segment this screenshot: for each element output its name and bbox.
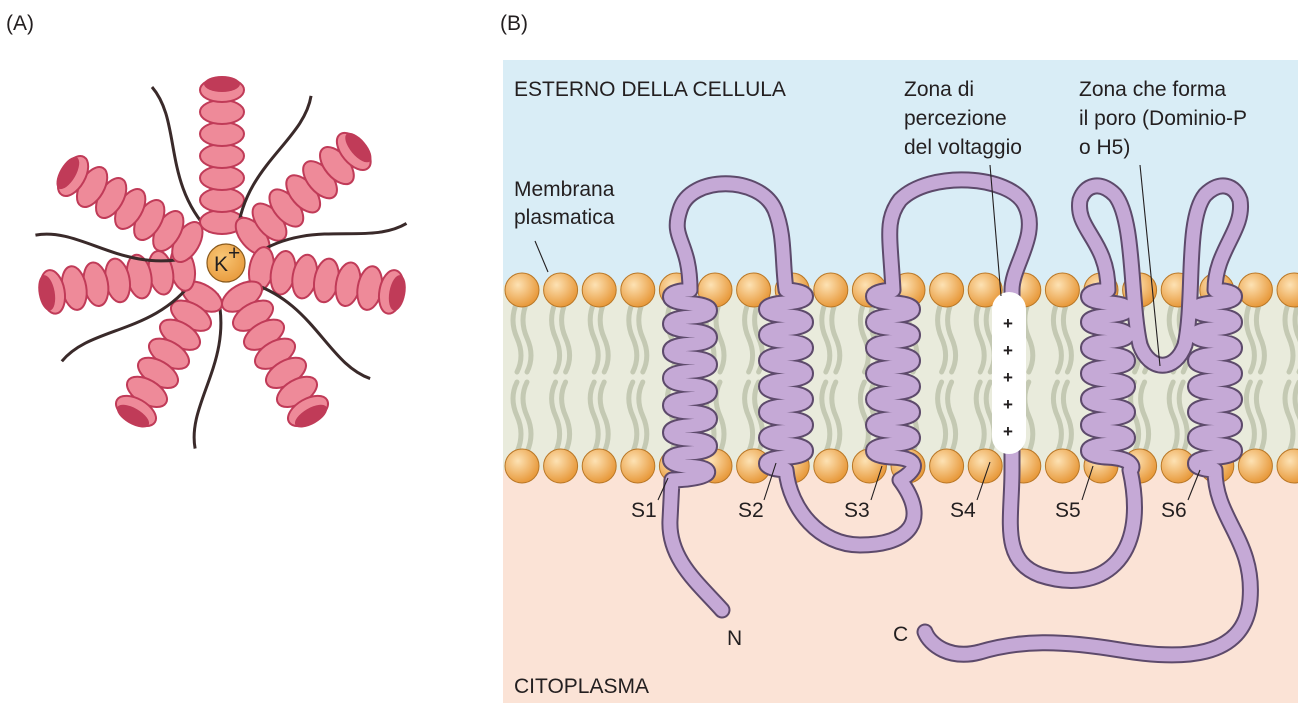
voltage-label-line1: Zona di	[904, 78, 974, 101]
charge-3: +	[1003, 368, 1013, 387]
panel-b-label: (B)	[500, 12, 528, 35]
voltage-label-line2: percezione	[904, 107, 1007, 130]
charge-4: +	[1003, 395, 1013, 414]
lipid-head	[814, 449, 848, 483]
lipid-head	[505, 273, 539, 307]
lipid-head	[1238, 273, 1272, 307]
segment-s6: S6	[1161, 499, 1187, 522]
lipid-head	[505, 449, 539, 483]
cytoplasm-label: CITOPLASMA	[514, 675, 649, 698]
lipid-head	[930, 449, 964, 483]
lipid-head	[544, 273, 578, 307]
c-terminus-label: C	[893, 623, 908, 646]
lipid-head	[621, 273, 655, 307]
pore-label-line3: o H5)	[1079, 136, 1130, 159]
helix-end	[204, 76, 240, 92]
lipid-head	[544, 449, 578, 483]
lipid-head	[1045, 449, 1079, 483]
pore-label-line1: Zona che forma	[1079, 78, 1226, 101]
segment-s3: S3	[844, 499, 870, 522]
potassium-ion: K +	[207, 242, 245, 282]
charge-1: +	[1003, 314, 1013, 333]
outside-label: ESTERNO DELLA CELLULA	[514, 78, 786, 101]
ion-symbol: K	[214, 253, 228, 276]
helix-turn	[200, 100, 244, 124]
lipid-head	[1045, 273, 1079, 307]
ion-charge: +	[228, 242, 240, 265]
lipid-head	[814, 273, 848, 307]
pore-label-line2: il poro (Dominio-P	[1079, 107, 1247, 130]
helix-turn	[200, 122, 244, 146]
lipid-head	[582, 449, 616, 483]
segment-s1: S1	[631, 499, 657, 522]
voltage-sensor-charges: + + + + +	[992, 292, 1026, 454]
membrane-label-line1: Membrana	[514, 178, 615, 201]
helix-turn	[200, 166, 244, 190]
helix-1	[152, 76, 244, 234]
segment-s5: S5	[1055, 499, 1081, 522]
n-terminus-label: N	[727, 627, 742, 650]
voltage-label-line3: del voltaggio	[904, 136, 1022, 159]
lipid-head	[621, 449, 655, 483]
segment-s4: S4	[950, 499, 976, 522]
lipid-head	[968, 449, 1002, 483]
charge-5: +	[1003, 422, 1013, 441]
helix-turn	[200, 188, 244, 212]
segment-s2: S2	[738, 499, 764, 522]
helix-turn	[200, 144, 244, 168]
lipid-head	[1238, 449, 1272, 483]
membrane-label-line2: plasmatica	[514, 206, 615, 229]
lipid-head	[930, 273, 964, 307]
charge-2: +	[1003, 341, 1013, 360]
panel-a-label: (A)	[6, 12, 34, 35]
lipid-head	[582, 273, 616, 307]
